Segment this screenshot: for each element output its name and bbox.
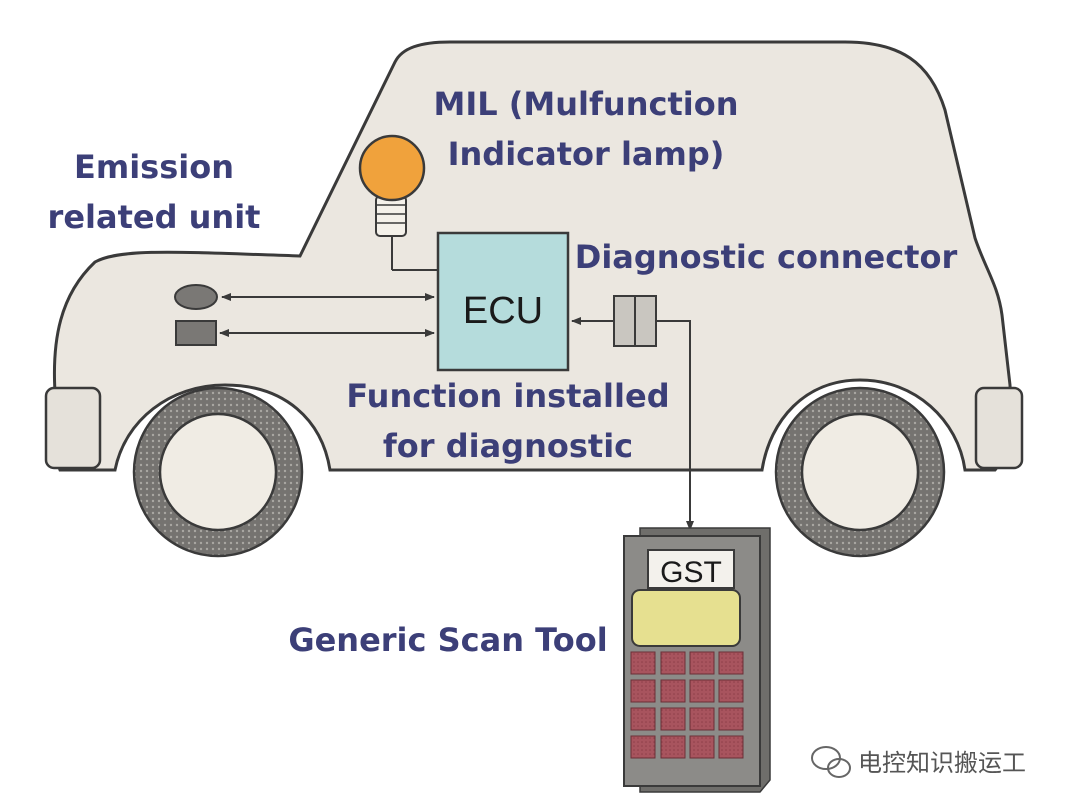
connector-icon [613, 295, 657, 347]
wechat-icon [811, 746, 851, 778]
lamp-icon [358, 134, 438, 271]
scan-tool-label: Generic Scan Tool [288, 621, 607, 659]
watermark: 电控知识搬运工 [811, 746, 1026, 778]
function-label-line1: Function installed [346, 377, 669, 415]
scan-tool-cable [656, 320, 694, 531]
gst-screen [631, 589, 741, 647]
actuator-icon [175, 320, 217, 346]
gst-label-plate [647, 549, 735, 589]
emission-label-line1: Emission [74, 148, 234, 186]
emission-label-line2: related unit [48, 198, 261, 236]
function-label-line2: for diagnostic [383, 427, 633, 465]
front-wheel [132, 386, 304, 558]
sensor-icon [174, 284, 218, 310]
mil-label-line2: Indicator lamp) [448, 135, 725, 173]
front-bumper [44, 386, 102, 470]
mil-label-line1: MIL (Mulfunction [434, 85, 739, 123]
connector-label: Diagnostic connector [575, 238, 958, 276]
ecu-box: ECU [436, 231, 570, 372]
gst-keypad [630, 651, 744, 759]
ecu-label: ECU [463, 290, 543, 332]
rear-bumper [974, 386, 1024, 470]
watermark-text: 电控知识搬运工 [858, 749, 1026, 777]
rear-wheel [774, 386, 946, 558]
generic-scan-tool: GST [623, 527, 771, 793]
gst-label: GST [660, 556, 722, 589]
